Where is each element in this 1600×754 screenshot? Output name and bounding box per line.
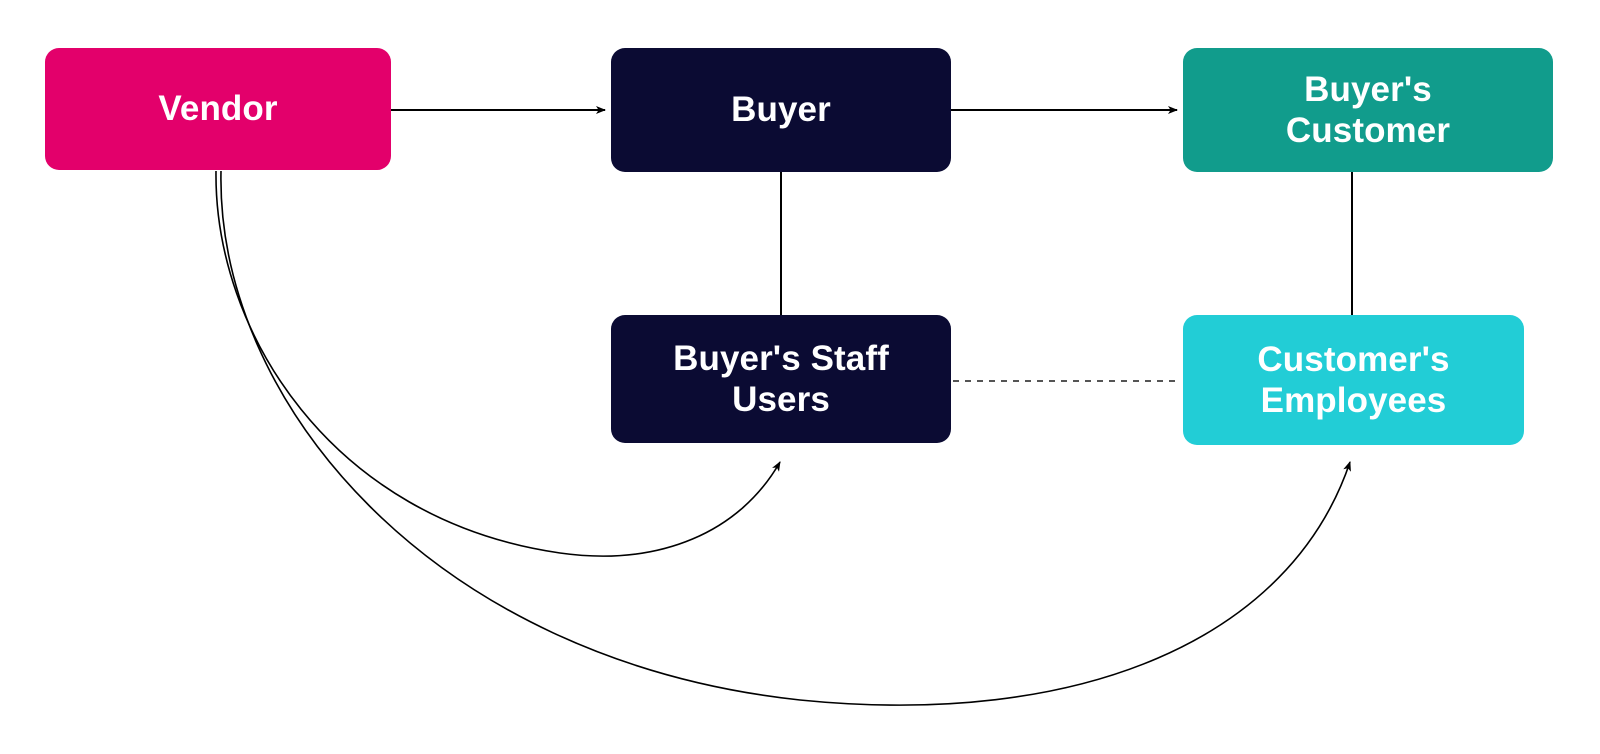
node-customers-employees[interactable]: Customer's Employees xyxy=(1183,315,1524,445)
node-buyers-customer[interactable]: Buyer's Customer xyxy=(1183,48,1553,172)
node-vendor[interactable]: Vendor xyxy=(45,48,391,170)
node-buyers-staff-users[interactable]: Buyer's Staff Users xyxy=(611,315,951,443)
node-buyer[interactable]: Buyer xyxy=(611,48,951,172)
